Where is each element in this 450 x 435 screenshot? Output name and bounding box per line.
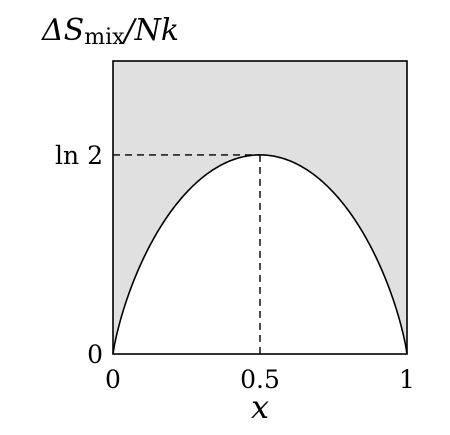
tick-labels: 0 0.5 1 0 ln 2: [55, 141, 415, 394]
y-axis-label: ΔSmix/Nk: [41, 13, 179, 50]
y-tick-label-0: 0: [87, 340, 103, 369]
plot-frame: [112, 60, 408, 355]
x-axis-label: x: [251, 388, 269, 426]
x-tick-label-0: 0: [105, 365, 121, 394]
y-tick-label-1: ln 2: [55, 141, 103, 170]
x-tick-label-1: 0.5: [240, 365, 280, 394]
shaded-region: [113, 61, 407, 354]
x-tick-label-2: 1: [399, 365, 415, 394]
